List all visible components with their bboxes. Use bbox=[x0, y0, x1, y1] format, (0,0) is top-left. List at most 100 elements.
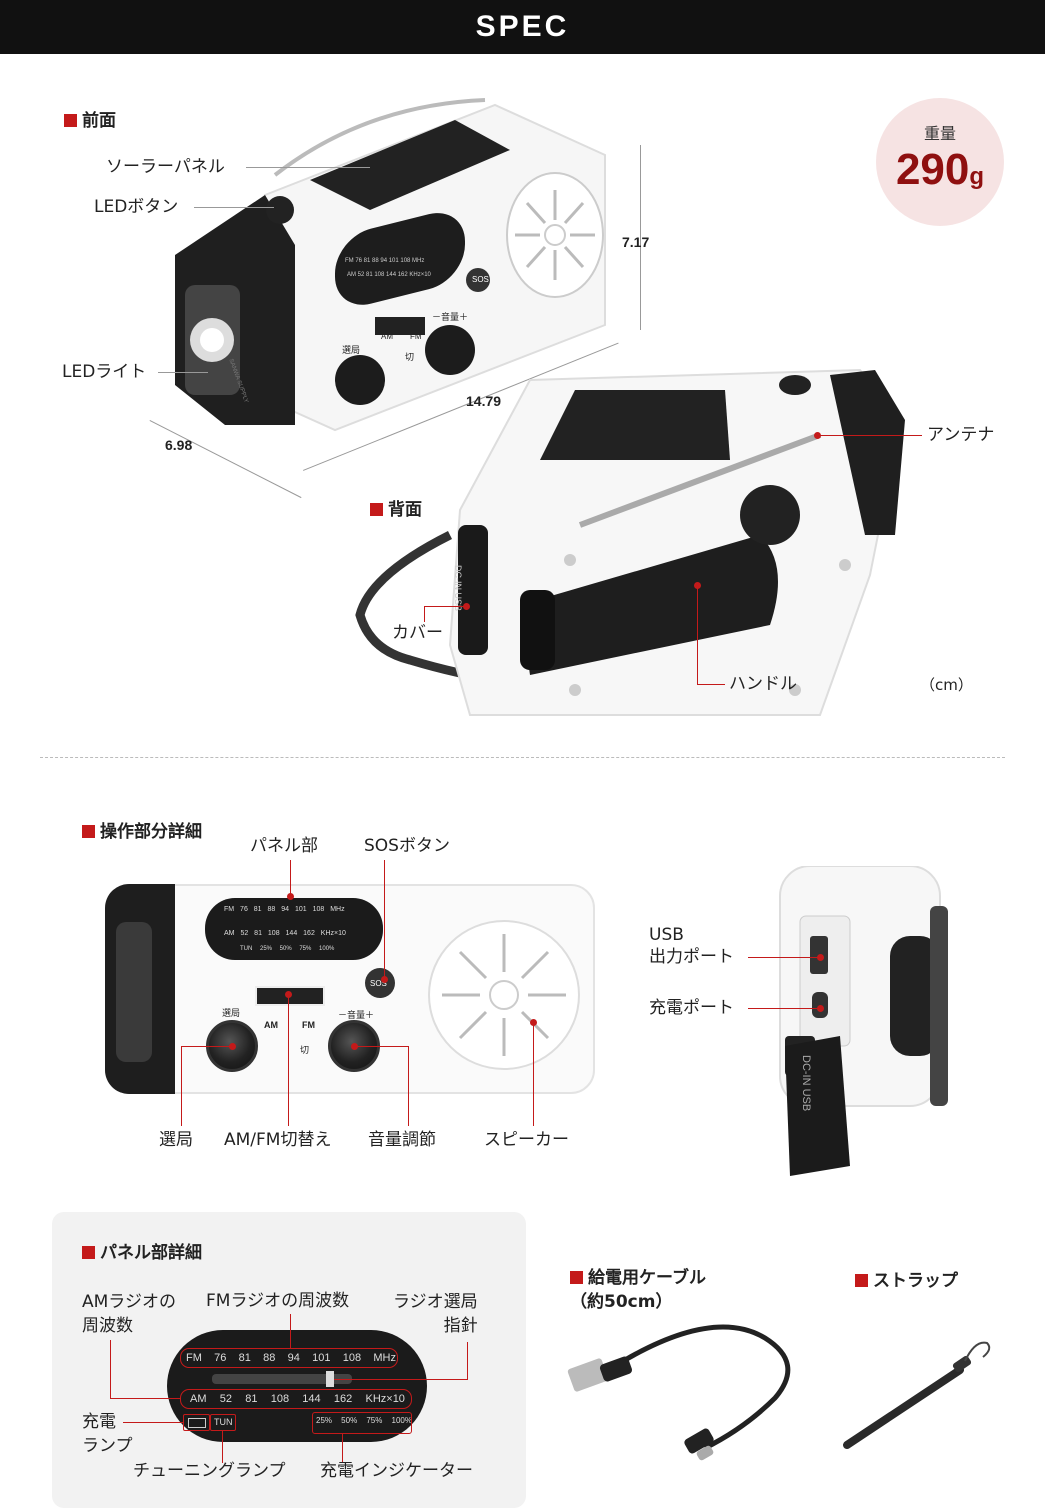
leader-volume-v bbox=[408, 1046, 409, 1126]
callout-speaker: スピーカー bbox=[484, 1130, 569, 1150]
callout-volume: 音量調節 bbox=[368, 1130, 436, 1150]
marker-antenna bbox=[814, 432, 821, 439]
charge-levels: 25% 50% 75% 100% bbox=[316, 1416, 412, 1428]
back-radio-image bbox=[350, 365, 910, 725]
tun-label: TUN bbox=[214, 1417, 233, 1427]
front-fm-row: FM 76 81 88 94 101 108 MHz bbox=[345, 258, 425, 264]
fm-tick: 101 bbox=[312, 1352, 331, 1364]
am-row-highlight bbox=[180, 1389, 412, 1409]
controls-fm-text: FM bbox=[302, 1020, 315, 1030]
marker-sos bbox=[381, 976, 388, 983]
leader-speaker bbox=[533, 1022, 534, 1126]
leader-charge-lamp bbox=[123, 1422, 183, 1423]
front-am-row: AM 52 81 108 144 162 KHz×10 bbox=[347, 272, 431, 278]
fm-tick: 88 bbox=[263, 1352, 276, 1364]
marker-tune bbox=[229, 1043, 236, 1050]
leader-am-freq-v bbox=[110, 1340, 111, 1398]
controls-am-text: AM bbox=[264, 1020, 278, 1030]
red-square-icon bbox=[855, 1274, 868, 1287]
weight-value: 290g bbox=[895, 145, 985, 194]
usb-cable-image bbox=[565, 1318, 805, 1468]
leader-usb-out bbox=[748, 957, 820, 958]
front-am-text: AM bbox=[381, 332, 393, 341]
leader-cover-h bbox=[424, 606, 468, 607]
am-tick: 144 bbox=[302, 1393, 321, 1405]
fm-label: FM bbox=[186, 1352, 202, 1364]
tuning-pointer bbox=[326, 1371, 334, 1387]
callout-led-light: LEDライト bbox=[62, 362, 147, 382]
callout-charge-lamp: 充電 ランプ bbox=[82, 1412, 133, 1456]
am-label: AM bbox=[190, 1393, 207, 1405]
am-tick: 52 bbox=[219, 1393, 232, 1405]
red-square-icon bbox=[570, 1271, 583, 1284]
front-tune-text: 選局 bbox=[342, 345, 361, 355]
leader-led-button bbox=[194, 207, 274, 208]
charge-lamp-highlight bbox=[183, 1414, 210, 1431]
leader-pointer-h bbox=[334, 1379, 468, 1380]
marker-panel bbox=[287, 893, 294, 900]
callout-switch: AM/FM切替え bbox=[224, 1130, 332, 1150]
leader-cover-v bbox=[424, 606, 425, 622]
fm-tick: 81 bbox=[238, 1352, 251, 1364]
level-25: 25% bbox=[316, 1416, 333, 1425]
page-header: SPEC bbox=[0, 0, 1045, 54]
marker-volume bbox=[351, 1043, 358, 1050]
controls-off-text: 切 bbox=[300, 1045, 310, 1055]
leader-charge-indicator bbox=[342, 1434, 343, 1463]
leader-switch bbox=[288, 994, 289, 1126]
controls-vol-text: －音量＋ bbox=[338, 1010, 375, 1020]
controls-tune-text: 選局 bbox=[222, 1008, 241, 1018]
strap-image bbox=[835, 1335, 1000, 1455]
marker-switch bbox=[285, 991, 292, 998]
leader-volume-h bbox=[354, 1046, 408, 1047]
marker-charge-port bbox=[817, 1005, 824, 1012]
am-tick: 162 bbox=[333, 1393, 353, 1405]
unit-note: （cm） bbox=[920, 676, 973, 694]
level-50: 50% bbox=[341, 1416, 358, 1425]
am-tick: 108 bbox=[270, 1393, 290, 1405]
front-radio-image bbox=[165, 95, 625, 440]
charge-indicator-highlight bbox=[312, 1412, 412, 1434]
leader-pointer-v bbox=[467, 1342, 468, 1380]
callout-charge-indicator: 充電インジケーター bbox=[320, 1461, 473, 1481]
side-cover-text: DC-IN USB bbox=[800, 1055, 812, 1112]
side-radio-image bbox=[740, 865, 965, 1186]
callout-charge-port: 充電ポート bbox=[649, 998, 734, 1018]
leader-handle-v bbox=[697, 585, 698, 685]
leader-led-light bbox=[158, 372, 208, 373]
section-divider bbox=[40, 757, 1005, 758]
back-section-title: 背面 bbox=[370, 495, 422, 520]
level-75: 75% bbox=[366, 1416, 383, 1425]
strap-section-title: ストラップ bbox=[855, 1266, 958, 1291]
cable-section-title: 給電用ケーブル （約50cm） bbox=[570, 1268, 706, 1312]
callout-cover: カバー bbox=[392, 623, 443, 643]
front-section-title: 前面 bbox=[64, 106, 116, 131]
controls-ind-row: TUN 25% 50% 75% 100% bbox=[240, 946, 335, 952]
red-square-icon bbox=[370, 503, 383, 516]
weight-label: 重量 bbox=[923, 124, 956, 143]
marker-usb-out bbox=[817, 954, 824, 961]
tuning-lamp-highlight bbox=[210, 1414, 236, 1431]
callout-solar-panel: ソーラーパネル bbox=[106, 157, 225, 177]
leader-tune-v bbox=[181, 1046, 182, 1126]
callout-led-button: LEDボタン bbox=[94, 197, 179, 217]
front-vol-text: －音量＋ bbox=[432, 312, 469, 322]
controls-led-window bbox=[116, 922, 152, 1062]
callout-tune: 選局 bbox=[159, 1130, 193, 1150]
leader-charge-port bbox=[748, 1008, 820, 1009]
controls-section-title: 操作部分詳細 bbox=[82, 817, 202, 842]
leader-am-freq-h bbox=[110, 1398, 180, 1399]
leader-antenna bbox=[818, 435, 922, 436]
controls-display-panel bbox=[205, 898, 383, 960]
red-square-icon bbox=[82, 1246, 95, 1259]
callout-antenna: アンテナ bbox=[927, 425, 995, 445]
front-sos-text: SOS bbox=[472, 275, 489, 284]
red-square-icon bbox=[82, 825, 95, 838]
callout-pointer: ラジオ選局 指針 bbox=[393, 1292, 478, 1336]
controls-speaker bbox=[428, 920, 580, 1070]
controls-fm-row: FM 76 81 88 94 101 108 MHz bbox=[224, 906, 345, 913]
leader-sos bbox=[384, 860, 385, 980]
am-tick: 81 bbox=[245, 1393, 258, 1405]
dim-depth: 6.98 bbox=[165, 437, 193, 453]
dim-width: 14.79 bbox=[466, 393, 502, 409]
